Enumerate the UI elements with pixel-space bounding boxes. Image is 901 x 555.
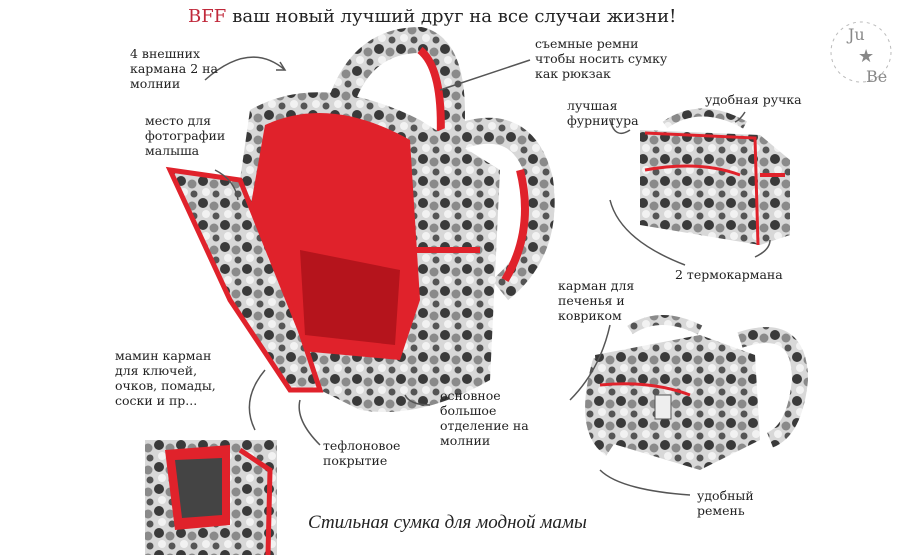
callout-thermo-pockets: 2 термокармана	[675, 267, 783, 282]
arrow-icon	[248, 369, 266, 431]
callout-handle: удобная ручка	[705, 92, 802, 107]
arrow-icon	[298, 399, 321, 446]
callout-cookie-pocket: карман для печенья и ковриком	[558, 278, 635, 323]
headline-text: ваш новый лучший друг на все случаи жизн…	[232, 6, 677, 27]
svg-text:★: ★	[858, 46, 874, 67]
arrow-icon	[599, 469, 691, 496]
callout-main-compartment: основное большое отделение на молнии	[440, 388, 529, 448]
arrow-icon	[734, 111, 746, 123]
arrow-icon	[214, 169, 239, 201]
arrow-icon	[609, 199, 686, 266]
callout-mom-pocket: мамин карман для ключей, очков, помады, …	[115, 348, 216, 408]
brand-name: BFF	[188, 6, 227, 27]
mom-pocket-inset-image	[145, 440, 277, 555]
jube-logo: Ju ★ Be	[826, 10, 896, 95]
callout-removable-straps: съемные ремни чтобы носить сумку как рюк…	[535, 36, 668, 81]
callout-photo-spot: место для фотографии малыша	[145, 113, 226, 158]
arrow-icon	[754, 239, 771, 258]
arrow-icon	[204, 56, 286, 81]
main-backpack-image	[165, 26, 555, 412]
callout-strap: удобный ремень	[697, 488, 754, 518]
svg-text:Ju: Ju	[846, 25, 865, 44]
arrow-icon	[609, 119, 631, 135]
arrow-icon	[569, 324, 611, 401]
arrow-icon	[404, 394, 431, 406]
tagline: Стильная сумка для модной мамы	[308, 512, 587, 533]
callout-arrows	[204, 56, 771, 496]
backpack-rear-image	[585, 315, 809, 470]
callout-teflon: тефлоновое покрытие	[323, 438, 401, 468]
callout-external-pockets: 4 внешних кармана 2 на молнии	[130, 46, 218, 91]
messenger-bag-image	[640, 108, 790, 246]
arrow-icon	[439, 59, 531, 91]
svg-text:Be: Be	[866, 67, 887, 86]
callout-best-hardware: лучшая фурнитура	[567, 98, 639, 128]
